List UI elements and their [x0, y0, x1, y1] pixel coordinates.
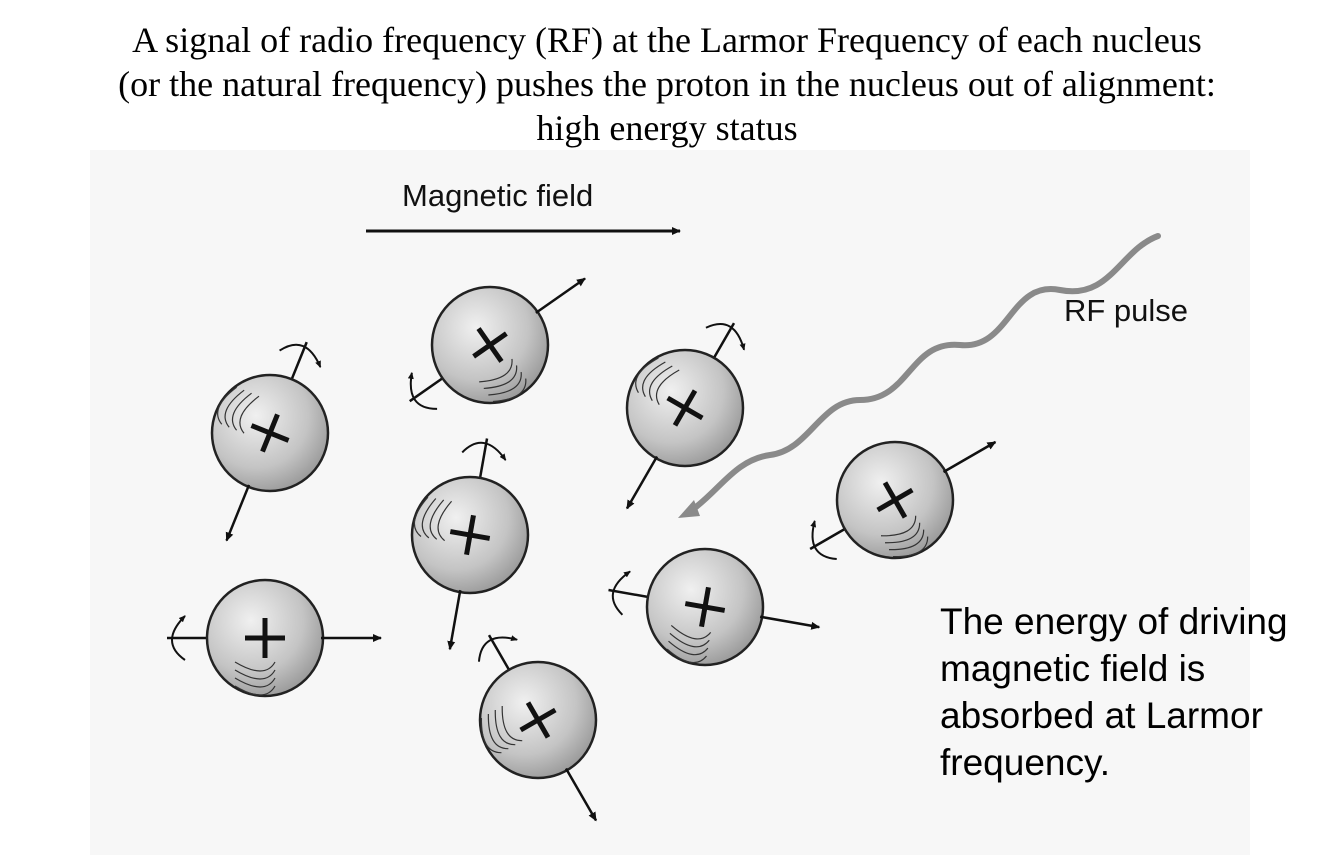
field-line — [421, 498, 437, 539]
field-line — [642, 361, 666, 397]
precession-arrow-icon — [810, 519, 837, 561]
field-line — [488, 371, 522, 396]
spin-axis-arrow-icon — [564, 767, 598, 822]
magnetic-field-label: Magnetic field — [402, 178, 594, 213]
field-line — [889, 529, 925, 551]
field-line — [885, 522, 921, 544]
field-line — [232, 392, 252, 431]
spin-axis-tail — [487, 634, 513, 674]
proton-8 — [809, 440, 997, 561]
heading-line-3: high energy status — [536, 108, 798, 148]
caption-line-4: frequency. — [940, 742, 1111, 783]
field-line — [494, 710, 516, 746]
field-line — [487, 714, 509, 750]
protons-group — [167, 277, 997, 822]
caption-line-1: The energy of driving — [940, 601, 1288, 642]
field-line — [479, 358, 513, 383]
figure-background — [90, 150, 1250, 855]
proton-6 — [625, 322, 746, 510]
slide-heading: A signal of radio frequency (RF) at the … — [0, 18, 1334, 150]
field-line — [234, 661, 276, 672]
field-line — [492, 378, 527, 403]
plus-sign-icon — [472, 327, 508, 363]
precession-arrow-icon — [171, 615, 186, 661]
heading-line-1: A signal of radio frequency (RF) at the … — [132, 20, 1202, 60]
spin-axis-tail — [809, 525, 849, 551]
spin-axis-arrow-icon — [535, 277, 586, 314]
precession-arrow-icon — [407, 371, 438, 410]
spin-axis-tail — [289, 341, 308, 384]
field-line — [666, 648, 707, 664]
field-line — [483, 365, 518, 390]
spin-axis-arrow-icon — [942, 440, 997, 474]
caption-line-3: absorbed at Larmor — [940, 695, 1263, 736]
rf-pulse-arrowhead — [678, 500, 700, 518]
field-line — [234, 677, 276, 688]
field-line — [234, 669, 276, 680]
field-line — [480, 718, 502, 754]
field-line — [668, 640, 709, 656]
field-line — [501, 706, 523, 742]
field-line — [413, 496, 429, 537]
spin-axis-tail — [478, 438, 489, 483]
spin-axis-tail — [608, 588, 653, 599]
field-line — [893, 536, 929, 558]
spin-axis-arrow-icon — [625, 455, 659, 510]
spin-axis-arrow-icon — [225, 484, 251, 542]
field-line — [635, 357, 659, 393]
field-line — [670, 624, 712, 640]
proton-3 — [407, 277, 586, 410]
plus-sign-icon — [250, 413, 290, 453]
field-line — [648, 365, 673, 401]
field-line — [217, 386, 238, 425]
precession-arrow-icon — [461, 441, 507, 461]
field-line — [234, 685, 276, 696]
field-line — [224, 389, 245, 428]
plus-sign-icon — [449, 514, 491, 556]
plus-sign-icon — [519, 701, 557, 739]
field-line — [655, 369, 680, 405]
precession-arrow-icon — [611, 570, 631, 616]
spin-axis-arrow-icon — [447, 589, 462, 651]
heading-line-2: (or the natural frequency) pushes the pr… — [118, 64, 1216, 104]
plus-sign-icon — [684, 586, 726, 628]
field-line — [881, 515, 917, 537]
plus-sign-icon — [876, 481, 914, 519]
precession-arrow-icon — [279, 343, 322, 368]
rf-pulse-wave — [689, 233, 1161, 513]
field-line — [669, 632, 710, 648]
proton-7 — [608, 547, 821, 667]
spin-axis-tail — [409, 374, 447, 403]
plus-sign-icon — [666, 389, 704, 427]
plus-sign-icon — [245, 618, 285, 658]
rf-pulse-label: RF pulse — [1064, 293, 1189, 328]
proton-4 — [410, 438, 530, 651]
precession-arrow-icon — [705, 323, 746, 351]
spin-axis-arrow-icon — [759, 615, 821, 630]
spin-axis-tail — [710, 322, 736, 362]
field-line — [437, 500, 453, 542]
precession-arrow-icon — [477, 635, 519, 662]
proton-2 — [167, 578, 382, 698]
field-line — [239, 395, 260, 434]
proton-5 — [477, 634, 598, 822]
caption: The energy of driving magnetic field is … — [940, 598, 1330, 786]
field-line — [429, 499, 445, 540]
proton-1 — [210, 341, 330, 542]
caption-line-2: magnetic field is — [940, 648, 1206, 689]
